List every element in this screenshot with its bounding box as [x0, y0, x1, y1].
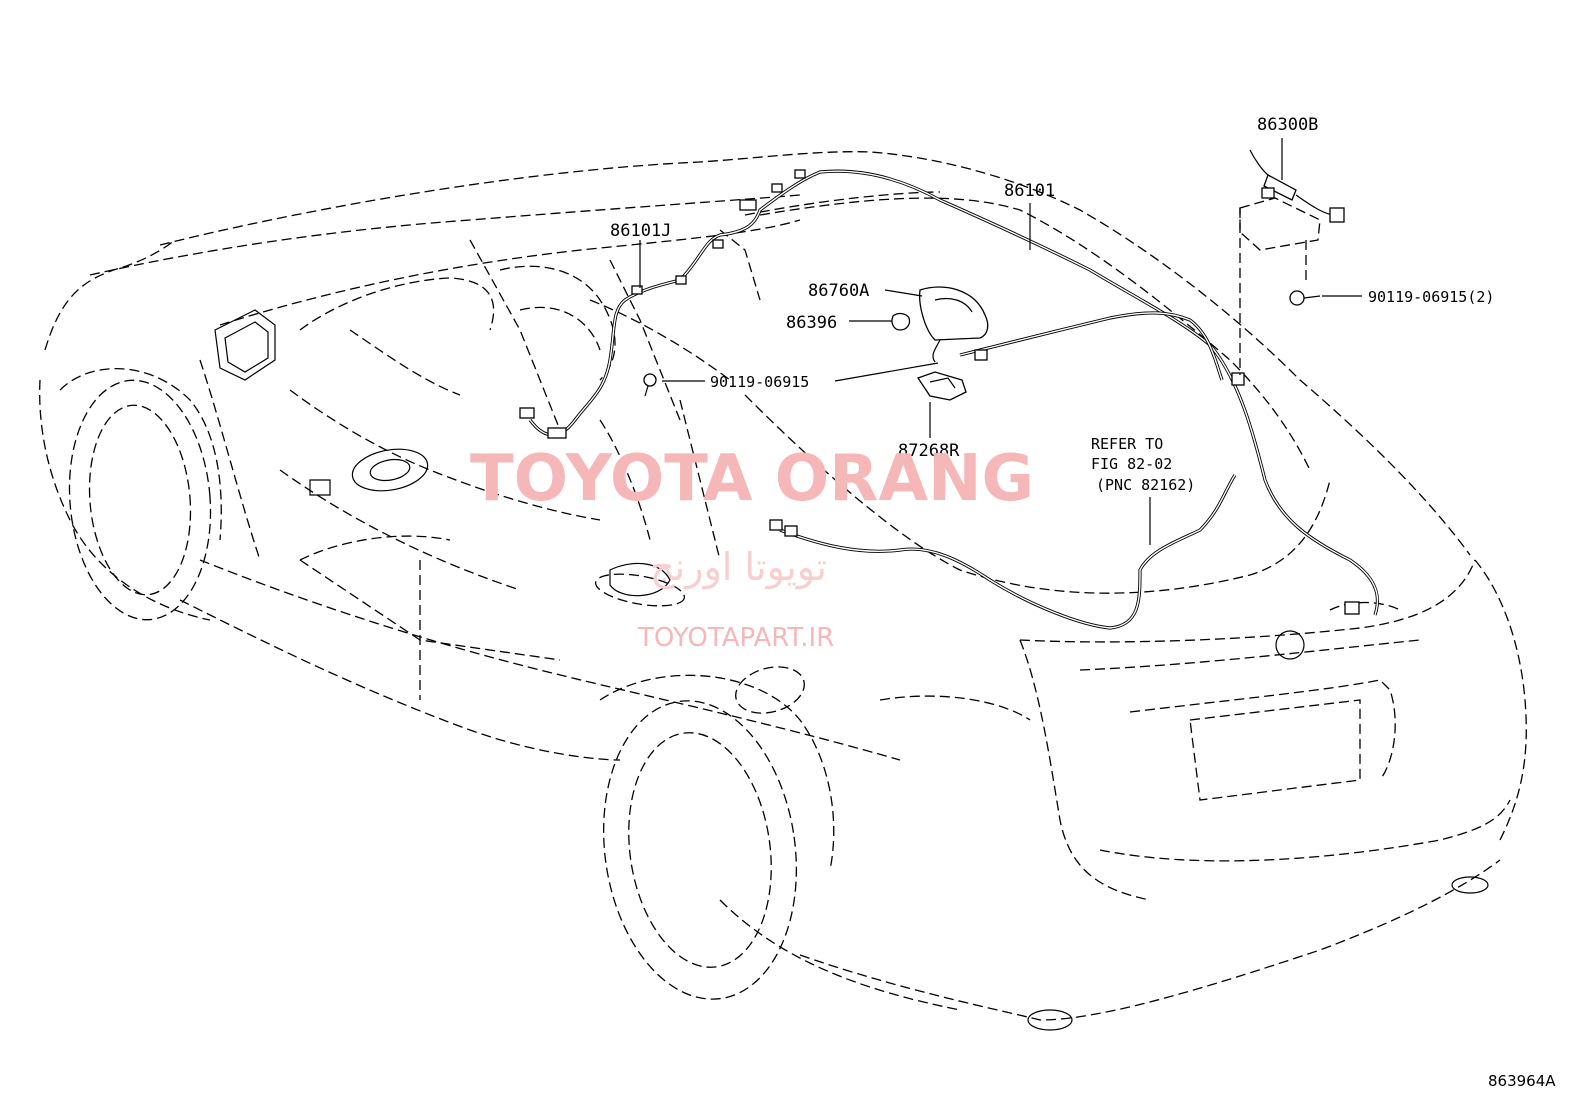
- callout-labels: 86300B 86101 86101J 86760A 86396 90119-0…: [610, 115, 1494, 461]
- bracket-87268r: [916, 371, 967, 401]
- reference-note: REFER TO FIG 82-02 (PNC 82162): [1091, 435, 1195, 494]
- callout-90119-06915-2: 90119-06915(2): [1368, 288, 1494, 306]
- callout-87268r: 87268R: [898, 441, 960, 461]
- screw-90119-06915: [643, 373, 657, 397]
- callout-86101: 86101: [1004, 181, 1055, 201]
- harness-clips: [519, 169, 1360, 615]
- callout-86396: 86396: [786, 313, 837, 333]
- amplifier-86300b: [1239, 149, 1345, 375]
- car-body-outline: [39, 151, 1527, 1031]
- reference-line-1: REFER TO: [1091, 435, 1163, 453]
- antenna-cord-harness: [528, 169, 1380, 630]
- reference-line-3: (PNC 82162): [1096, 476, 1195, 494]
- watermark-brand: TOYOTA ORANG: [470, 442, 1034, 516]
- callout-90119-06915: 90119-06915: [710, 373, 809, 391]
- leader-lines: [639, 138, 1362, 545]
- reference-line-2: FIG 82-02: [1091, 455, 1172, 473]
- pad-86396: [891, 312, 911, 331]
- watermark: TOYOTA ORANG تويوتا اورنج TOYOTAPART.IR: [470, 442, 1034, 653]
- callout-86101j: 86101J: [610, 221, 671, 241]
- roof-antenna-86760a: [919, 286, 989, 363]
- watermark-url: TOYOTAPART.IR: [637, 623, 834, 653]
- callout-86300b: 86300B: [1257, 115, 1318, 135]
- screw-90119-06915-2: [1289, 290, 1321, 306]
- diagram-code: 863964A: [1488, 1072, 1556, 1090]
- callout-86760a: 86760A: [808, 281, 869, 301]
- watermark-arabic: تويوتا اورنج: [650, 545, 827, 590]
